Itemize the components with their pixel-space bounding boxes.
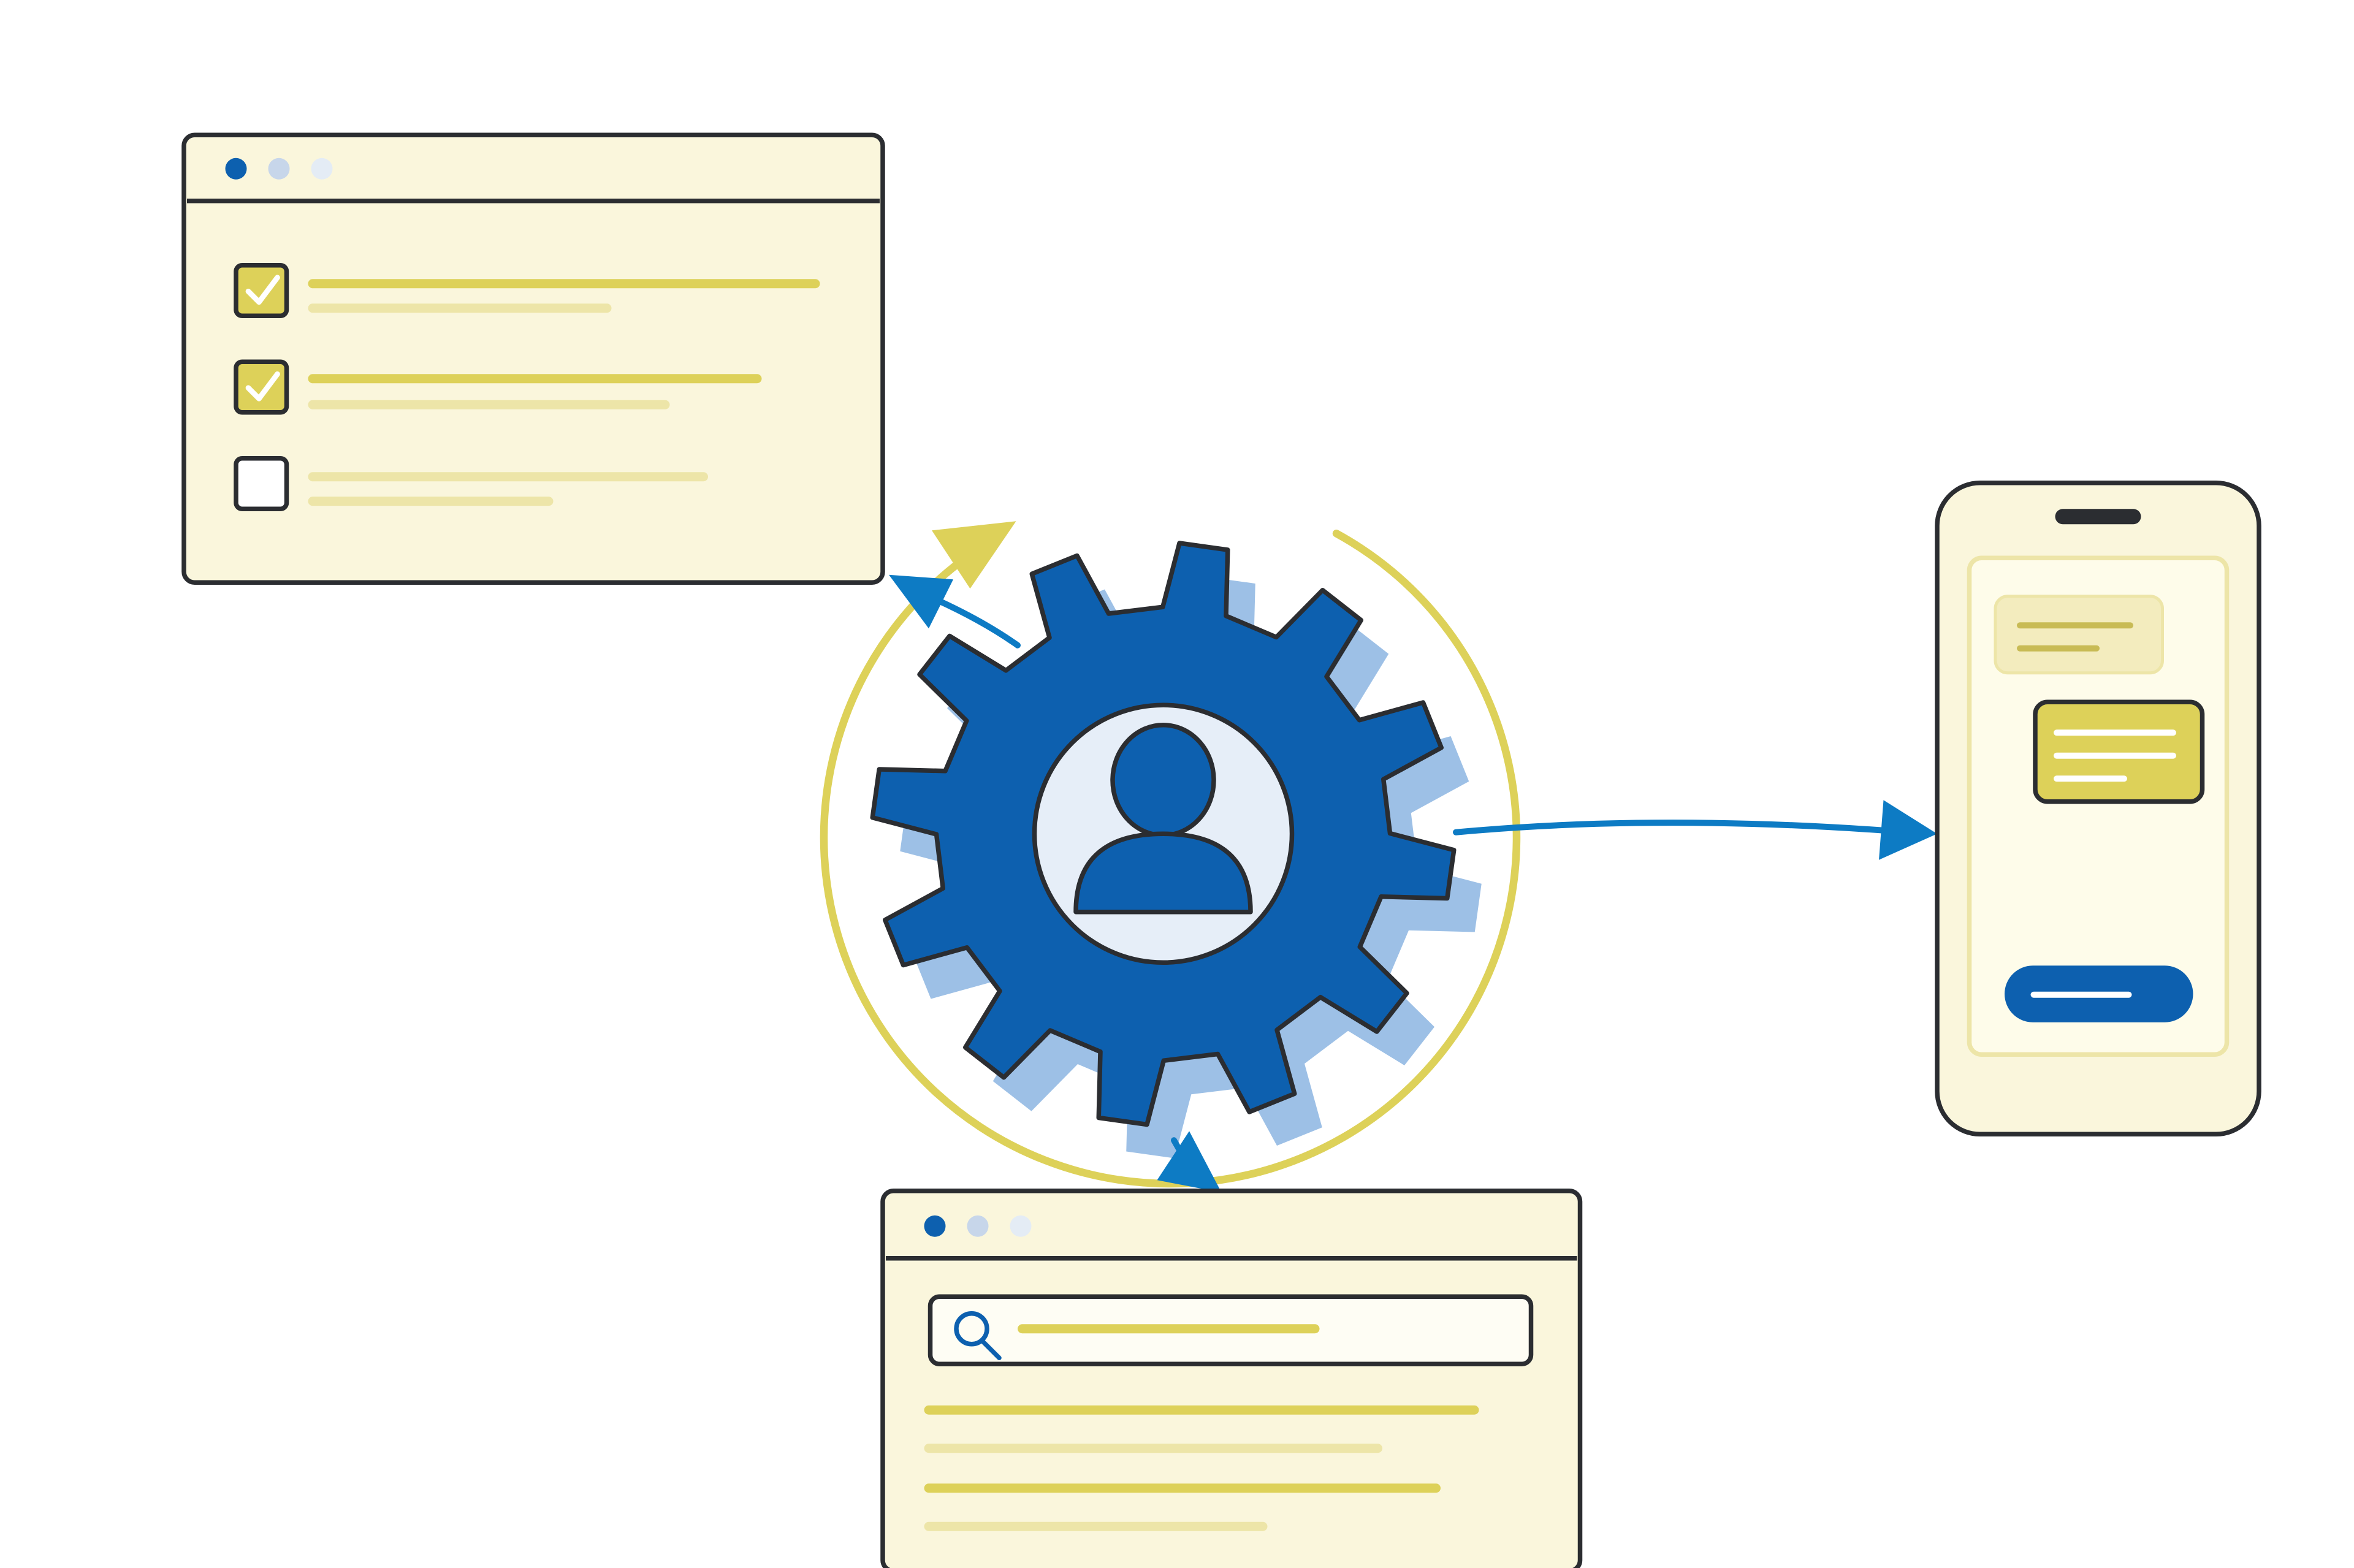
arrow-head-icon xyxy=(889,574,953,629)
chat-bubble-outgoing xyxy=(2033,699,2205,804)
phone-action-button[interactable] xyxy=(2005,965,2193,1022)
checkbox-checked[interactable] xyxy=(234,359,289,415)
phone xyxy=(1935,481,2261,1136)
arrow-to-checklist xyxy=(889,574,1021,649)
search-window xyxy=(880,1189,1583,1568)
arrow-head-icon xyxy=(932,521,1016,589)
checklist-item xyxy=(234,359,762,415)
window-dot-active[interactable] xyxy=(225,158,247,180)
check-icon xyxy=(245,275,280,305)
phone-speaker xyxy=(2055,509,2141,525)
window-dot[interactable] xyxy=(967,1215,989,1237)
chat-bubble-incoming xyxy=(1994,595,2164,675)
arrow-head-icon xyxy=(1879,800,1937,860)
window-dot-active[interactable] xyxy=(924,1215,946,1237)
window-dot[interactable] xyxy=(311,158,333,180)
arrow-head-icon xyxy=(1157,1131,1222,1193)
arrow-to-search xyxy=(1157,1131,1222,1193)
checklist-window xyxy=(181,132,885,585)
checkbox-checked[interactable] xyxy=(234,263,289,318)
checklist-item xyxy=(234,263,820,318)
checklist-item xyxy=(234,456,708,511)
window-dot[interactable] xyxy=(268,158,290,180)
window-dot[interactable] xyxy=(1010,1215,1032,1237)
search-icon xyxy=(954,1311,1002,1360)
checkbox-unchecked[interactable] xyxy=(234,456,289,511)
phone-screen xyxy=(1967,555,2230,1057)
gear-icon xyxy=(870,541,1457,1127)
search-input[interactable] xyxy=(928,1294,1534,1366)
user-icon xyxy=(1073,723,1253,915)
arrow-to-phone xyxy=(1453,800,1937,860)
check-icon xyxy=(245,371,280,402)
